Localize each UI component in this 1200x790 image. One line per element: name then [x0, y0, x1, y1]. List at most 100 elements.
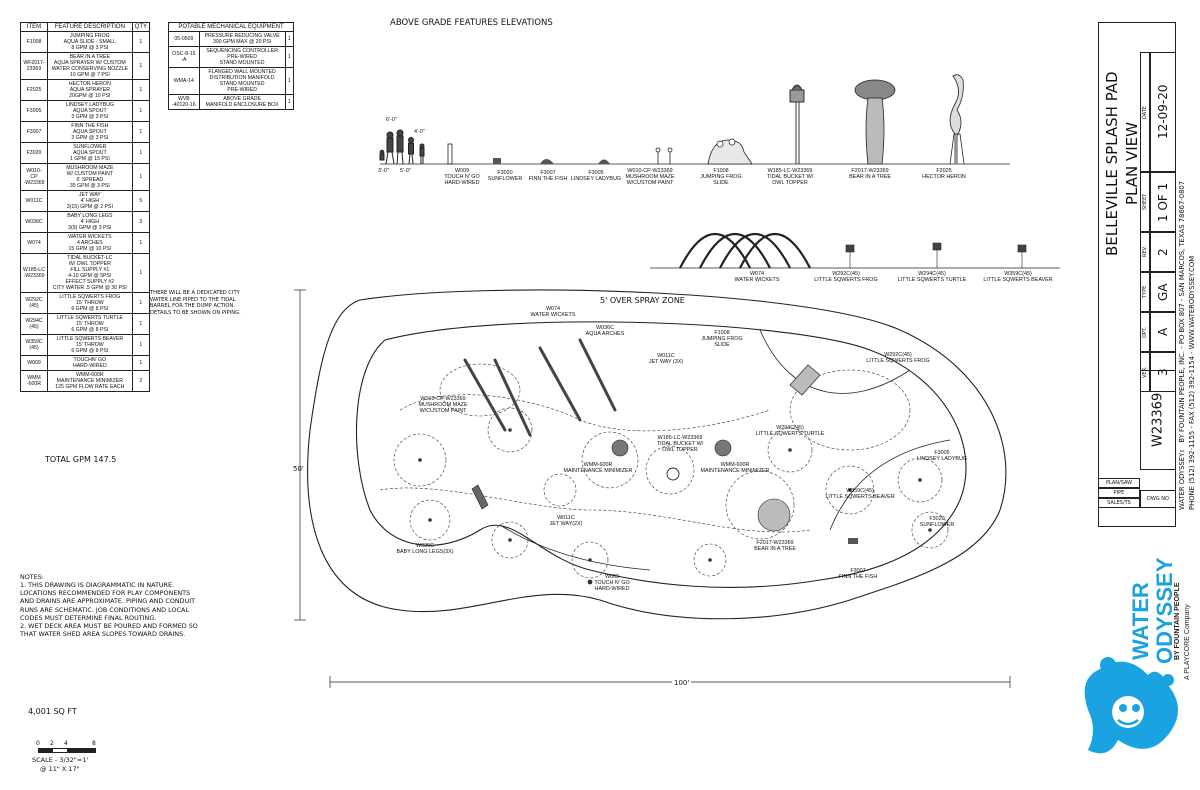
elevation-label: W292C(45) LITTLE SQWERTS FROG — [806, 271, 886, 283]
plan-label-w074: W074 WATER WICKETS — [530, 306, 576, 319]
feature-item: W011C — [20, 190, 48, 212]
elevation-name: MUSHROOM MAZE W/CUSTOM PAINT — [625, 174, 675, 187]
scale-bar: 0 2 4 8 — [36, 740, 98, 754]
scale-label: SCALE - 3/32"=1' — [32, 756, 89, 764]
elevation-code: W359C(45) — [1004, 271, 1032, 277]
feature-qty: 1 — [131, 355, 151, 371]
feature-qty: 3 — [131, 211, 151, 233]
feature-qty: 1 — [131, 100, 151, 122]
feature-item: W009 — [20, 355, 48, 371]
plan-label-f3005: F3005 LINDSEY LADYBUG — [916, 450, 968, 463]
plan-label-f3020: F3020 SUNFLOWER — [919, 516, 955, 529]
feature-desc: JUMPING FROG AQUA SLIDE - SMALL 8 GPM @ … — [47, 31, 133, 53]
mech-qty: 1 — [284, 46, 294, 68]
plan-label-wmm2: WMM-600R MAINTENANCE MINIMIZER — [700, 462, 770, 475]
plan-view-drawing — [294, 289, 1011, 688]
scale-height-1: 6'-0" — [386, 117, 397, 123]
plan-label-wmm1: WMM-600R MAINTENANCE MINIMIZER — [563, 462, 633, 475]
mech-item: OSC-8-16 -A — [168, 46, 200, 68]
elevation-label: F3020 SUNFLOWER — [470, 170, 540, 182]
feature-item: F2025 — [20, 79, 48, 101]
water-wickets-icon — [679, 232, 811, 269]
elevation-code: F2017-W23369 — [851, 168, 889, 174]
feature-qty: 1 — [131, 253, 151, 293]
wicket-jets — [463, 338, 617, 437]
elevation-label: W294C(45) LITTLE SQWERTS TURTLE — [892, 271, 972, 283]
water-odyssey-logo: WATER ODYSSEY BY FOUNTAIN PEOPLE A PLAYC… — [1068, 530, 1198, 780]
elevation-name: HECTOR HERON — [922, 174, 966, 181]
feature-qty: 1 — [131, 52, 151, 80]
feature-desc: LITTLE SQWERTS BEAVER 15' THROW 6 GPM @ … — [47, 334, 133, 356]
project-name: BELLEVILLE SPLASH PAD — [1103, 71, 1121, 257]
company-contact: Phone (512) 392-1155 - Fax (512) 392-115… — [1188, 255, 1196, 510]
scale-base-2: 5'-0" — [400, 168, 411, 174]
scale-tick: 2 — [50, 740, 54, 747]
mech-item: WVB -40120-16 — [168, 94, 200, 110]
scale-figures-icon — [379, 129, 425, 165]
feature-qty: 1 — [131, 142, 151, 164]
elevation-label: F3007 FINN THE FISH — [513, 170, 583, 182]
title-block-rev-label: REV. — [1140, 232, 1150, 272]
spray-coverage — [379, 363, 949, 579]
maintenance-minimizer-icon — [714, 439, 732, 457]
tidal-bucket-plan-icon — [666, 467, 680, 481]
notes-title: NOTES: — [20, 573, 44, 581]
plan-label-w294: W294C(45) LITTLE SQWERTS TURTLE — [755, 425, 825, 438]
elevation-name: TIDAL BUCKET W/ OWL TOPPER — [766, 174, 814, 187]
title-block-sheet-label: SHEET — [1140, 172, 1150, 232]
mech-table-header: POTABLE MECHANICAL EQUIPMENT — [168, 22, 294, 32]
feature-qty: 5 — [131, 190, 151, 212]
spray-nozzle-markers — [418, 428, 932, 585]
spray-zone-label: 5' OVER SPRAY ZONE — [600, 296, 685, 305]
feature-desc: BABY LONG LEGS 4' HIGH 3(9) GPM @ 3 PSI — [47, 211, 133, 233]
elevation-code: W074 — [749, 271, 765, 277]
feature-qty: 1 — [131, 334, 151, 356]
feature-qty: 1 — [131, 292, 151, 314]
little-squerts-icon — [845, 242, 1027, 268]
mech-qty: 1 — [284, 94, 294, 110]
elevation-code: F2025 — [936, 168, 952, 174]
spray-zone-outline — [307, 289, 1007, 620]
dimension-lines — [294, 289, 1011, 688]
feature-item: W010-CP -W23369 — [20, 163, 48, 191]
plan-label-f3007: F3007 FINN THE FISH — [838, 568, 878, 581]
elevation-label: F1008 JUMPING FROG SLIDE — [686, 168, 756, 187]
scale-base-1: 3'-0" — [378, 168, 389, 174]
mech-desc: PRESSURE REDUCING VALVE 300 GPM MAX @ 20… — [198, 31, 286, 47]
plan-label-w036b: W036C BABY LONG LEGS(3X) — [396, 543, 454, 556]
elevation-name: BEAR IN A TREE — [849, 174, 891, 181]
elevation-code: W294C(45) — [918, 271, 946, 277]
title-block-date: 12-09-20 — [1150, 52, 1176, 172]
pipe-label: PIPE — [1098, 488, 1140, 498]
maintenance-minimizer-icon — [611, 439, 629, 457]
feature-desc: TOUCHN' GO HARD-WIRED — [47, 355, 133, 371]
company-info: Water Odyssey™ by Fountain People, Inc. … — [1178, 40, 1186, 510]
elevation-label: W010-CP-W23369 MUSHROOM MAZE W/CUSTOM PA… — [615, 168, 685, 187]
elevations-title: ABOVE GRADE FEATURES ELEVATIONS — [390, 18, 553, 28]
elevation-code: W292C(45) — [832, 271, 860, 277]
plan-label-w009: W009 TOUCH N' GO HARD-WIRED — [594, 574, 630, 593]
feature-qty: 1 — [131, 79, 151, 101]
logo-playcore: A PLAYCORE Company — [1184, 604, 1191, 680]
elevation-code: F3020 — [497, 170, 513, 176]
view-title: PLAN VIEW — [1123, 122, 1141, 206]
elevation-code: W185-LC-W23369 — [767, 168, 813, 174]
title-block-date-label: DATE — [1140, 52, 1150, 172]
bear-tree-plan-icon — [757, 498, 791, 532]
elevation-code: W010-CP-W23369 — [627, 168, 673, 174]
feature-item: W074 — [20, 232, 48, 254]
sheet-size-label: @ 11" x 17" — [40, 765, 80, 773]
plan-label-w010: W010-CP-W23369 MUSHROOM MAZE W/CUSTOM PA… — [418, 396, 468, 415]
feature-table-header: QTY — [131, 22, 151, 32]
plan-saw-label: PLAN/SAW — [1098, 478, 1140, 488]
